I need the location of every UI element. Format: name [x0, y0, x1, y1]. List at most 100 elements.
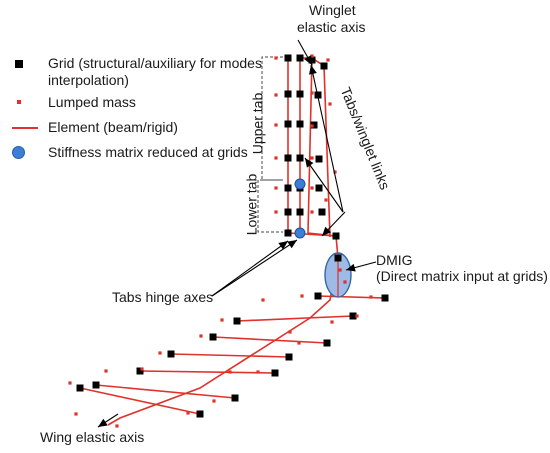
grid-node [296, 90, 304, 98]
grid-node [284, 90, 292, 98]
wing-rib-line [95, 384, 236, 399]
lumped-mass [115, 424, 119, 428]
grid-node [136, 367, 144, 375]
grid-node [233, 317, 241, 325]
wing-rib-line [236, 315, 354, 322]
winglet-axis-arrow-head [304, 55, 312, 65]
hinge-arrow-2-head [287, 240, 297, 249]
grid-node [320, 62, 328, 70]
tabs-link-arrow-3 [310, 64, 344, 213]
tabs-hinge-axes-label: Tabs hinge axes [112, 289, 214, 305]
element-symbol [12, 119, 38, 137]
lumped-mass [274, 93, 278, 97]
lumped-mass [343, 280, 347, 284]
stiffness-symbol [12, 144, 38, 162]
lumped-mass [297, 341, 301, 345]
lumped-mass [186, 411, 190, 415]
legend-element-label: Element (beam/rigid) [48, 119, 178, 135]
tabs-link-arrow-3-head [309, 65, 317, 75]
upper-tab-bracket [261, 56, 283, 181]
grid-node [296, 208, 304, 216]
wing-rib-line [139, 370, 276, 374]
grid-node [296, 154, 304, 162]
lumped-mass [324, 198, 328, 202]
lumped-mass [274, 123, 278, 127]
tabs-link-arrow-2-head [322, 226, 332, 236]
grid-node [209, 333, 217, 341]
lumped-mass [274, 56, 278, 60]
lumped-mass [220, 318, 224, 322]
grid-node [284, 208, 292, 216]
lumped-mass [310, 54, 314, 58]
legend-stiffness: Stiffness matrix reduced at grids [12, 144, 288, 162]
legend-grid: Grid (structural/auxiliary for modes int… [12, 55, 298, 89]
lumped-mass [104, 369, 108, 373]
wing-rib-line [79, 387, 201, 415]
winglet-axis-label-line2: elastic axis [297, 19, 366, 35]
grid-node [271, 369, 279, 377]
grid-node [285, 353, 293, 361]
upper-tab-label: Upper tab [249, 92, 266, 155]
tabs-link-arrow-1-head [305, 158, 314, 168]
grid-node [334, 254, 342, 262]
lumped-mass [300, 294, 304, 298]
legend-mass: Lumped mass [12, 94, 298, 112]
grid-node [310, 121, 318, 129]
lumped-mass [310, 186, 314, 190]
grid-node [308, 56, 316, 64]
lumped-mass [274, 210, 278, 214]
stiffness-node [294, 227, 306, 239]
grid-node [296, 120, 304, 128]
lumped-mass [369, 295, 373, 299]
hinge-arrow-2 [211, 239, 298, 297]
lumped-mass [355, 314, 359, 318]
grid-node [349, 312, 357, 320]
grid-symbol [12, 55, 38, 73]
hinge-arrow-1 [211, 240, 289, 297]
lumped-mass [140, 367, 144, 371]
dmig-label: DMIG [376, 252, 413, 268]
lumped-mass [310, 210, 314, 214]
grid-node [284, 184, 292, 192]
grid-node [318, 208, 326, 216]
lumped-mass [228, 370, 232, 374]
wing-rib-line [170, 353, 290, 358]
lower-tab-bracket [257, 179, 283, 233]
legend-stiffness-label: Stiffness matrix reduced at grids [48, 144, 248, 160]
grid-node [315, 184, 323, 192]
lumped-mass [274, 186, 278, 190]
winglet-elastic-axis-line [300, 57, 331, 238]
lumped-mass [310, 156, 314, 160]
legend-mass-label: Lumped mass [48, 94, 136, 110]
tabs-link-arrow-1 [304, 157, 344, 213]
lower-tab-label: Lower tab [243, 173, 260, 236]
grid-node [296, 54, 304, 62]
lumped-mass [330, 320, 334, 324]
grid-node [284, 120, 292, 128]
lumped-mass [199, 334, 203, 338]
grid-node [332, 232, 340, 240]
legend-element: Element (beam/rigid) [12, 119, 298, 137]
lumped-mass [274, 156, 278, 160]
grid-node [196, 410, 204, 418]
grid-node [231, 394, 239, 402]
lumped-mass [288, 330, 292, 334]
lumped-mass [310, 91, 314, 95]
wing-rib-line [212, 336, 328, 344]
hinge-arrow-1-head [278, 241, 288, 250]
lumped-mass [68, 381, 72, 385]
grid-node [284, 54, 292, 62]
grid-node [284, 229, 292, 237]
wing-rib-line [317, 295, 386, 299]
lumped-mass [261, 298, 265, 302]
grid-node [284, 154, 292, 162]
mass-symbol [12, 94, 38, 112]
grid-node [315, 155, 323, 163]
wing-elastic-axis-label: Wing elastic axis [40, 429, 145, 445]
grid-node [167, 350, 175, 358]
legend-grid-label: Grid (structural/auxiliary for modes int… [48, 55, 262, 88]
lumped-mass [328, 102, 332, 106]
lumped-mass [326, 58, 330, 62]
